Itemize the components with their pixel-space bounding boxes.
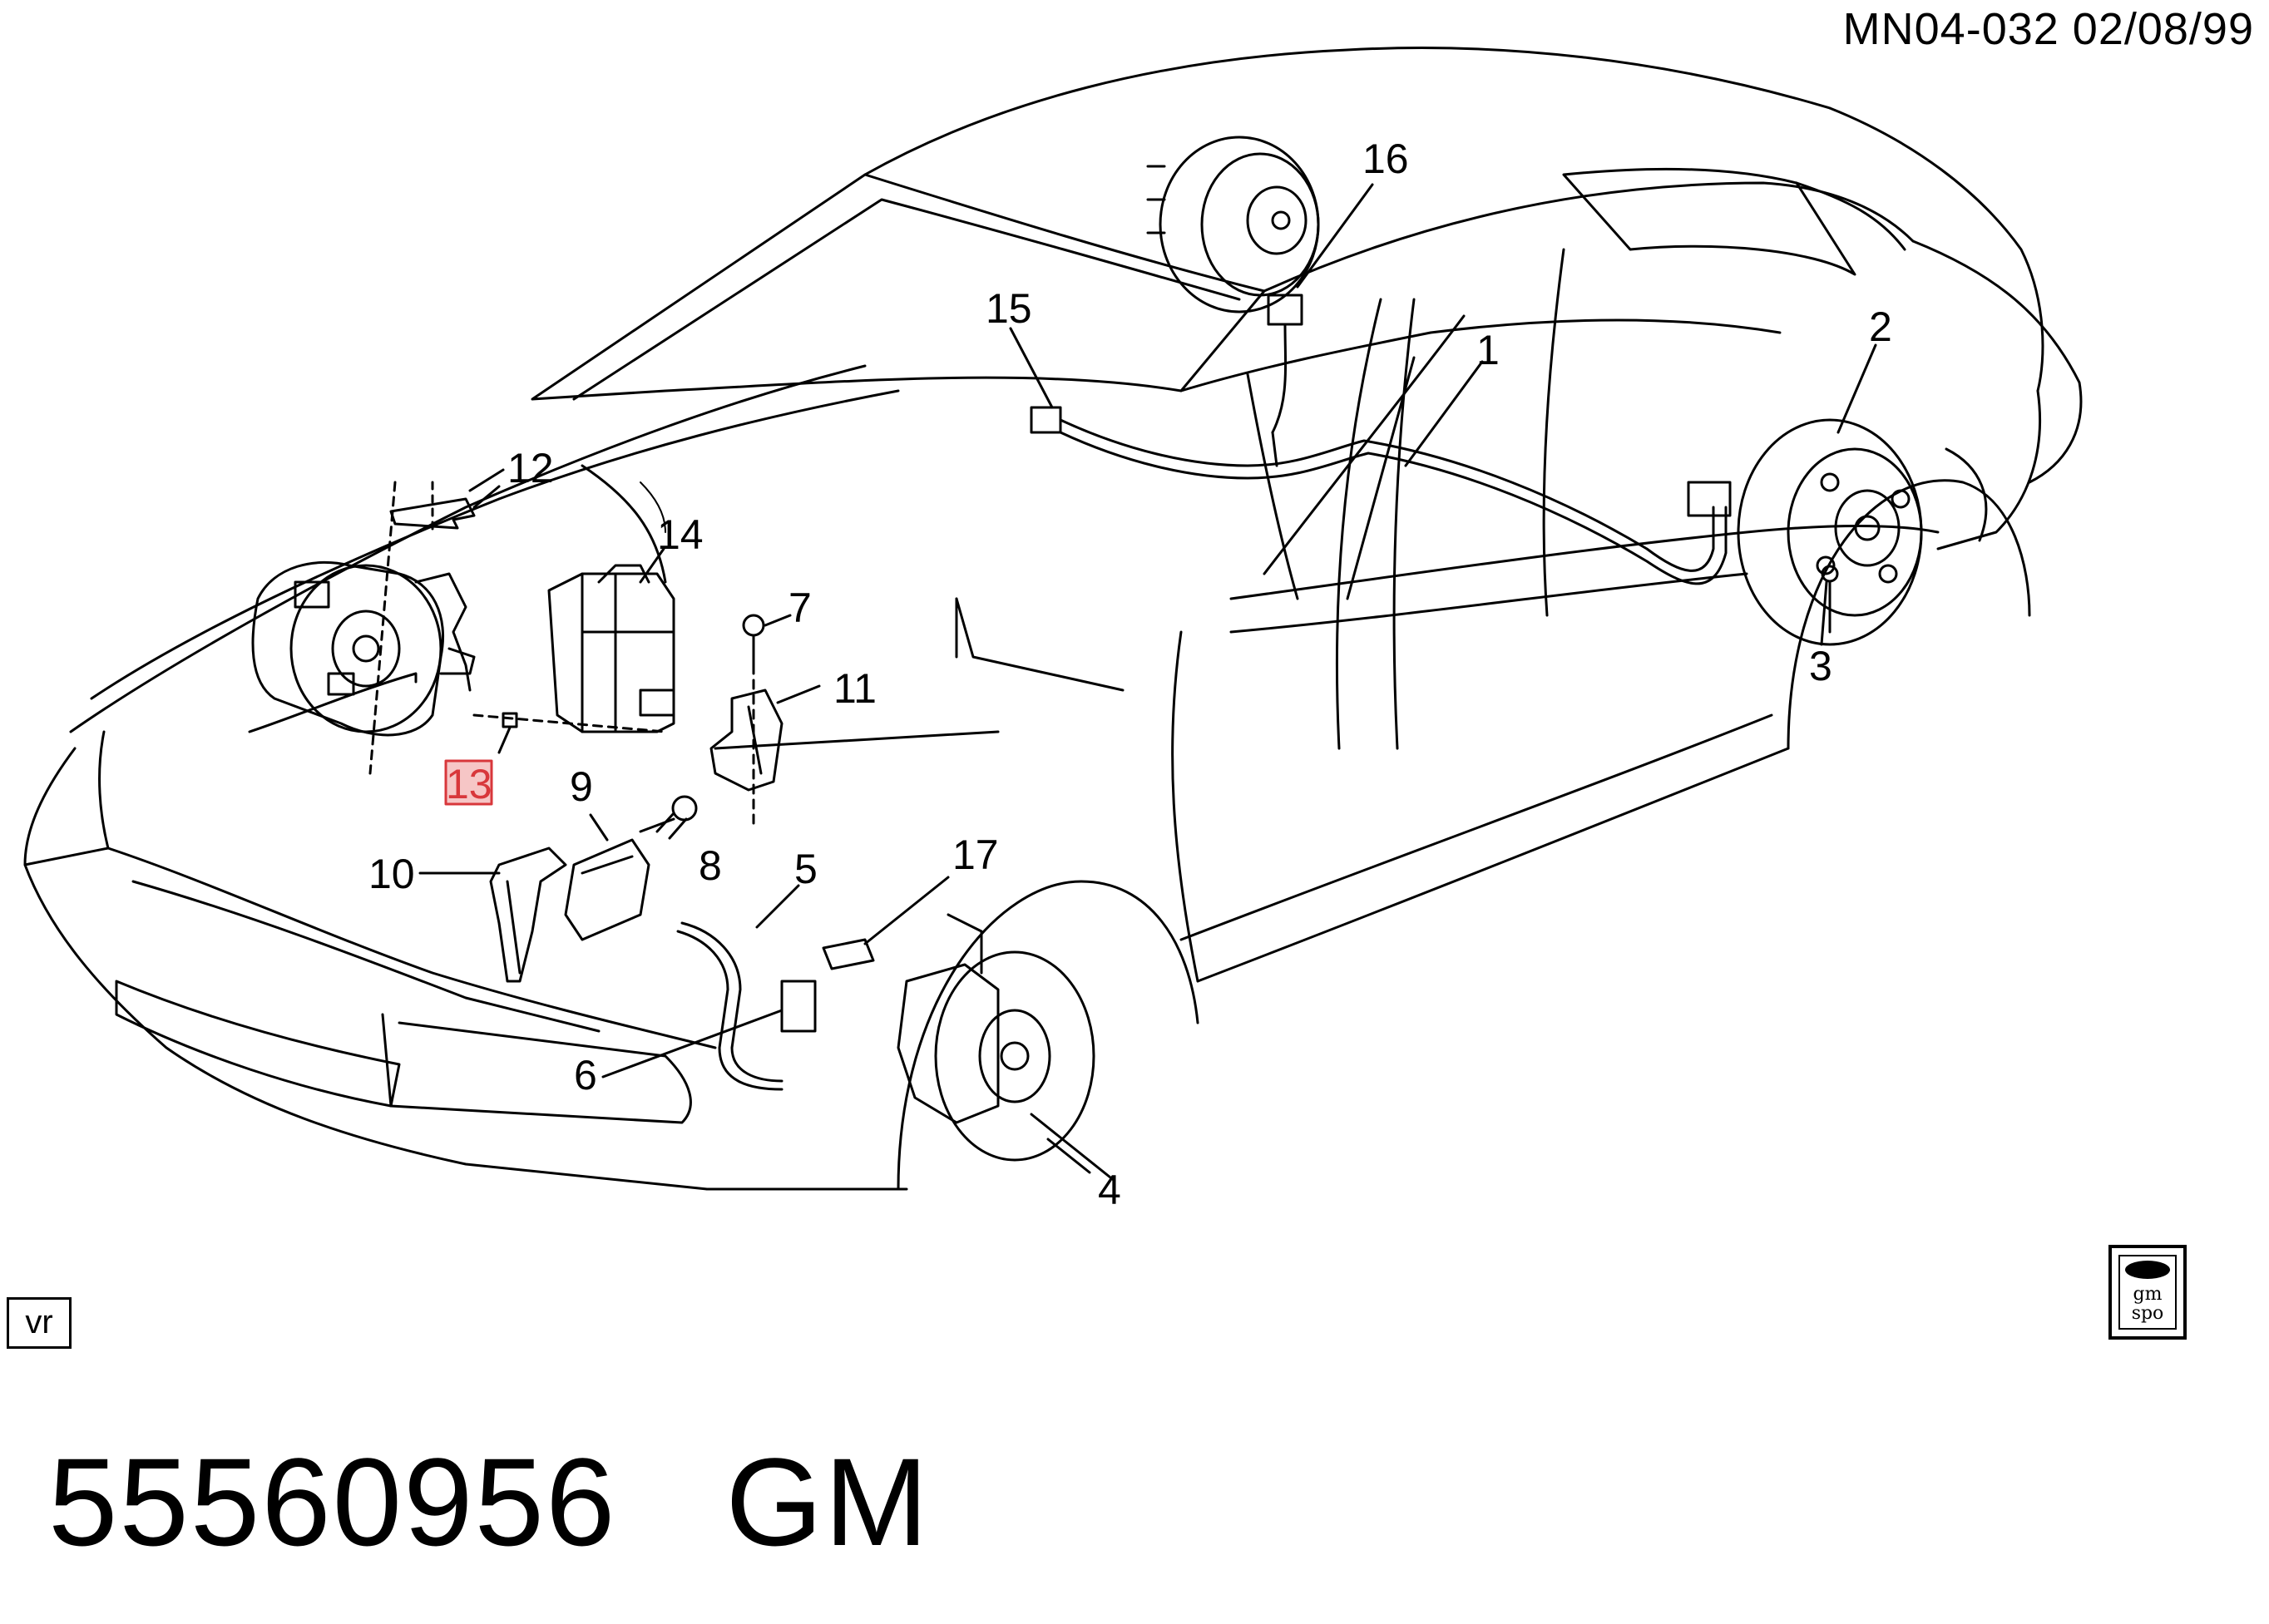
callout-17: 17 — [952, 832, 999, 878]
callout-labels: 1 2 3 4 5 6 7 8 9 10 11 12 13 14 15 16 1… — [368, 136, 1892, 1213]
part-number-footer: 55560956 GM — [48, 1430, 930, 1574]
part-11-bracket — [709, 689, 784, 792]
callout-9: 9 — [570, 763, 593, 810]
part-17-clip — [822, 938, 875, 970]
part-7-bolt — [742, 614, 765, 825]
part-12-bracket — [389, 481, 501, 534]
part-10-bracket — [489, 847, 567, 983]
part-3-wheel-stud — [1821, 565, 1839, 634]
callout-5: 5 — [794, 846, 818, 892]
vr-badge: vr — [7, 1297, 72, 1349]
gm-spo-logo-text: gm spo — [2131, 1284, 2164, 1324]
front-caliper-assembly — [251, 481, 476, 775]
callout-13-highlight — [444, 759, 493, 806]
callout-14: 14 — [657, 511, 704, 558]
part-13-clip — [502, 712, 518, 728]
document-id: MN04-032 02/08/99 — [1842, 4, 2254, 54]
callout-12: 12 — [507, 445, 554, 491]
part-number: 55560956 — [48, 1432, 617, 1572]
callout-6: 6 — [574, 1052, 597, 1098]
car-body-outline — [23, 47, 2083, 1191]
part-9-sensor-module — [564, 838, 650, 941]
callout-4: 4 — [1098, 1167, 1121, 1213]
part-14-abs-module — [472, 481, 675, 733]
part-2-rear-rotor — [1737, 418, 1923, 646]
callout-15: 15 — [986, 285, 1032, 332]
callout-16: 16 — [1362, 136, 1409, 182]
gm-spo-logo-mark — [2125, 1261, 2170, 1279]
callout-13: 13 — [446, 761, 492, 807]
part-8-bolt — [639, 795, 698, 833]
part-1-rear-harness — [1030, 406, 1732, 585]
leader-lines — [418, 183, 1877, 1174]
gm-spo-logo: gm spo — [2108, 1245, 2187, 1340]
callout-8: 8 — [699, 842, 722, 889]
callout-2: 2 — [1869, 304, 1892, 350]
callout-7: 7 — [788, 585, 812, 631]
brand-name: GM — [725, 1432, 931, 1572]
part-16-booster — [1146, 136, 1320, 434]
callout-1: 1 — [1476, 327, 1500, 373]
gm-spo-logo-frame: gm spo — [2118, 1255, 2177, 1330]
part-brand — [616, 1432, 725, 1572]
part-5-front-harness — [676, 921, 817, 1091]
callout-11: 11 — [833, 665, 877, 712]
part-4-front-rotor — [897, 913, 1116, 1182]
callout-3: 3 — [1809, 643, 1832, 689]
callout-10: 10 — [368, 851, 415, 897]
